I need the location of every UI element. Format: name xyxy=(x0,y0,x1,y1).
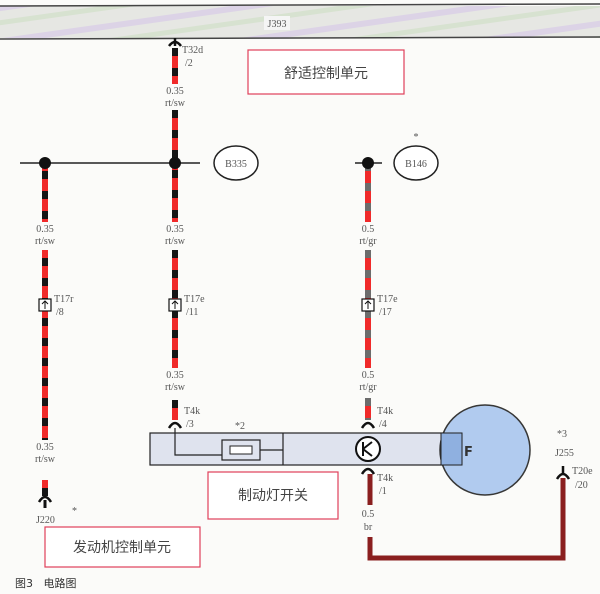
wire-gauge: 0.5 xyxy=(362,224,375,235)
connector-pin: /11 xyxy=(186,307,198,318)
b335-ground-point: B335 xyxy=(213,145,259,181)
wire-gauge: 0.35 xyxy=(166,370,184,381)
wire-gauge: 0.35 xyxy=(166,224,184,235)
comfort-module-box: 舒适控制单元 xyxy=(247,49,405,95)
wire-gauge: 0.5 xyxy=(362,509,375,520)
j393-label: J393 xyxy=(268,19,287,30)
wire-color: rt/sw xyxy=(165,382,186,393)
wire-right: 0.5 rt/gr T17e /17 0.5 rt/gr T4k /4 xyxy=(359,163,398,430)
junction-dot xyxy=(362,157,374,169)
engine-control-unit-box: 发动机控制单元 xyxy=(44,526,201,568)
b146-ground-point: * B146 xyxy=(393,132,439,181)
wire-left: 0.35 rt/sw T17r /8 0.35 rt/sw * J220 xyxy=(35,163,77,526)
connector-label: T17e xyxy=(377,294,398,305)
connector-pin: /4 xyxy=(379,419,387,430)
connector-label: T32d xyxy=(182,45,203,56)
connector-label: T17e xyxy=(184,294,205,305)
j255-label: J255 xyxy=(555,448,574,459)
connector-icon xyxy=(360,467,376,475)
b146-label: B146 xyxy=(405,159,427,170)
junction-dot xyxy=(39,157,51,169)
wire-gauge: 0.35 xyxy=(36,442,54,453)
wire-gauge: 0.35 xyxy=(166,86,184,97)
wire-color: rt/gr xyxy=(359,236,377,247)
connector-pin: /20 xyxy=(575,480,588,491)
comfort-module-title: 舒适控制单元 xyxy=(284,66,368,82)
b335-label: B335 xyxy=(225,159,247,170)
note-star: * xyxy=(72,506,77,517)
brake-light-switch: *2 F xyxy=(149,404,531,496)
connector-label: T4k xyxy=(377,406,393,417)
figure-caption: 图3 电路图 xyxy=(15,577,77,590)
engine-control-unit-title: 发动机控制单元 xyxy=(73,540,171,556)
junction-dot xyxy=(169,157,181,169)
fuse-icon xyxy=(221,439,261,461)
wire-gauge: 0.35 xyxy=(36,224,54,235)
wire-color: rt/sw xyxy=(35,454,56,465)
connector-pin: /1 xyxy=(379,486,387,497)
connector-label: T20e xyxy=(572,466,593,477)
j220-label: J220 xyxy=(36,515,55,526)
wire-color: rt/sw xyxy=(165,98,186,109)
fuse-note: *2 xyxy=(235,421,245,432)
connector-icon xyxy=(37,495,53,503)
wire-color: rt/gr xyxy=(359,382,377,393)
connector-label: T4k xyxy=(184,406,200,417)
ecu-note: *3 xyxy=(557,429,567,440)
wire-color: br xyxy=(364,522,373,533)
brake-switch-title: 制动灯开关 xyxy=(238,488,308,504)
connector-pin: /17 xyxy=(379,307,392,318)
wire-color: rt/sw xyxy=(165,236,186,247)
connector-pin: /8 xyxy=(56,307,64,318)
connector-pin: /2 xyxy=(185,58,193,69)
note-star: * xyxy=(414,132,419,143)
switch-symbol-icon xyxy=(355,436,381,462)
j393-module-bar: J393 xyxy=(0,3,600,40)
wire-brown: T4k /1 0.5 br xyxy=(360,467,566,561)
connector-pin: /3 xyxy=(186,419,194,430)
wire-middle: T32d /2 0.35 rt/sw 0.35 rt/sw T17e /11 0… xyxy=(165,38,205,430)
connector-label: T17r xyxy=(54,294,74,305)
connector-icon xyxy=(167,421,183,429)
brake-switch-title-box: 制动灯开关 xyxy=(207,471,339,520)
wire-gauge: 0.5 xyxy=(362,370,375,381)
f-label: F xyxy=(464,445,473,460)
connector-label: T4k xyxy=(377,473,393,484)
connector-icon xyxy=(360,421,376,429)
wire-color: rt/sw xyxy=(35,236,56,247)
j255-ecu: *3 J255 T20e /20 xyxy=(555,429,593,491)
f-circle xyxy=(439,404,531,496)
